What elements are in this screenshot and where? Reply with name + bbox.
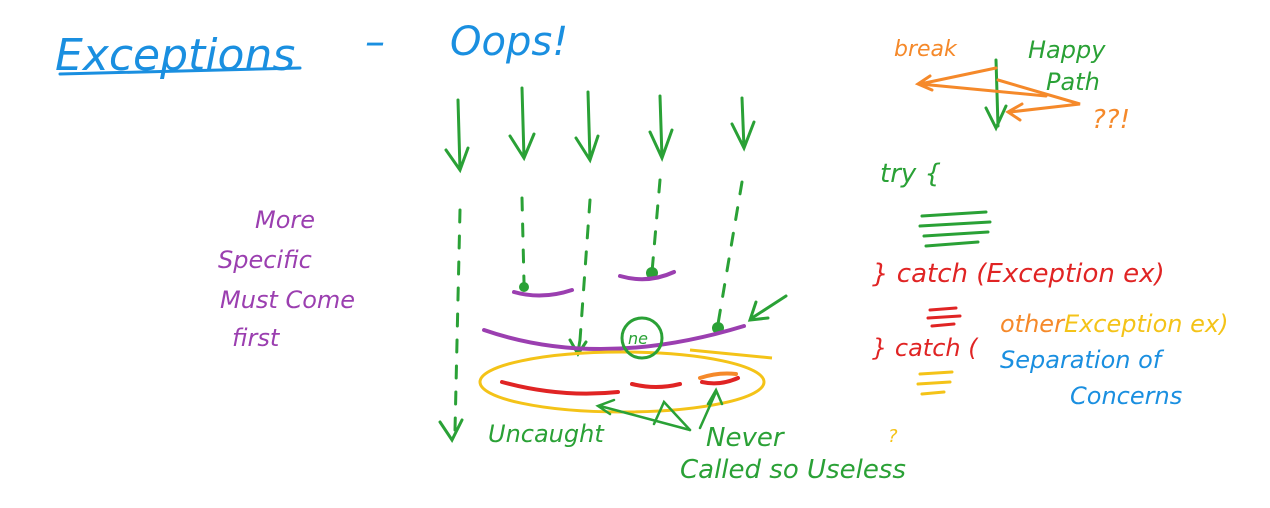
catch1-label: } catch (Exception ex) xyxy=(872,259,1165,289)
separation-line2: Concerns xyxy=(1070,382,1182,410)
endpoint-dot-1 xyxy=(519,282,529,292)
title-dash: – xyxy=(365,19,385,65)
never-called-arrows xyxy=(595,387,724,432)
code-sketch: try { } catch (Exception ex) } catch ( o… xyxy=(872,159,1228,447)
left-note-line3: Must Come xyxy=(220,286,355,314)
dashed-path-5 xyxy=(716,180,744,326)
purple-arc-2 xyxy=(618,270,676,282)
happy-label: Happy xyxy=(1028,36,1106,64)
uncaught-arrowhead xyxy=(438,418,464,443)
purple-arc-3 xyxy=(482,324,746,352)
left-note-line2: Specific xyxy=(218,246,312,274)
ne-label: ne xyxy=(628,329,648,348)
left-note-line1: More xyxy=(255,206,315,234)
title-underline xyxy=(58,66,302,76)
never-label-line2: Called so Useless xyxy=(680,455,906,485)
yellow-line-extension xyxy=(689,348,773,360)
endpoint-dot-2 xyxy=(646,267,658,279)
flow-arrows xyxy=(444,86,756,174)
title: Exceptions – Oops! xyxy=(55,19,568,81)
flow-arrow-3 xyxy=(574,90,600,164)
never-label-line1: Never xyxy=(706,423,786,453)
catch2-args: otherException ex) xyxy=(1000,310,1228,338)
red-arc-3 xyxy=(700,376,740,386)
break-label: break xyxy=(894,37,958,62)
question-arrow xyxy=(996,78,1081,122)
flow-arrow-5 xyxy=(730,96,756,152)
flow-endpoints xyxy=(519,267,724,334)
catch2-body-lines xyxy=(916,370,954,396)
catch2-prefix: } catch ( xyxy=(872,334,979,362)
red-catch-arcs xyxy=(500,376,740,396)
dashed-path-4 xyxy=(650,178,662,274)
left-note: More Specific Must Come first xyxy=(218,206,355,352)
path-label: Path xyxy=(1046,68,1100,96)
flow-arrow-4 xyxy=(648,94,674,162)
red-arc-1 xyxy=(500,380,620,396)
arrow-small-right xyxy=(747,294,788,322)
uncaught-label: Uncaught xyxy=(488,420,605,448)
dashed-paths xyxy=(453,178,744,432)
happy-path-sketch: break Happy Path ??! xyxy=(894,36,1130,135)
small-question-mark: ? xyxy=(888,426,898,447)
catch2-label: } catch ( xyxy=(872,334,979,362)
flow-arrow-2 xyxy=(508,86,536,162)
dashed-path-uncaught xyxy=(453,208,462,432)
flow-arrow-1 xyxy=(444,98,470,174)
try-label: try { xyxy=(880,159,941,189)
orange-short-arc xyxy=(698,371,738,380)
break-arrow xyxy=(914,66,1048,98)
title-sub: Oops! xyxy=(450,19,568,65)
catch2-suffix: Exception ex) xyxy=(1064,310,1229,338)
separation-line1: Separation of xyxy=(1000,346,1165,374)
ne-circle xyxy=(620,316,664,360)
red-arc-2 xyxy=(630,382,682,389)
catch1-body-lines xyxy=(926,306,962,328)
purple-arc-1 xyxy=(512,288,574,298)
dashed-path-2 xyxy=(520,196,526,284)
question-label: ??! xyxy=(1092,105,1130,135)
happy-path-arrow xyxy=(984,58,1008,132)
purple-catch-arcs xyxy=(482,270,746,352)
try-body-lines xyxy=(918,210,992,248)
left-note-line4: first xyxy=(232,324,281,352)
catch2-other: other xyxy=(1000,310,1066,338)
dashed-path-3 xyxy=(578,198,592,342)
